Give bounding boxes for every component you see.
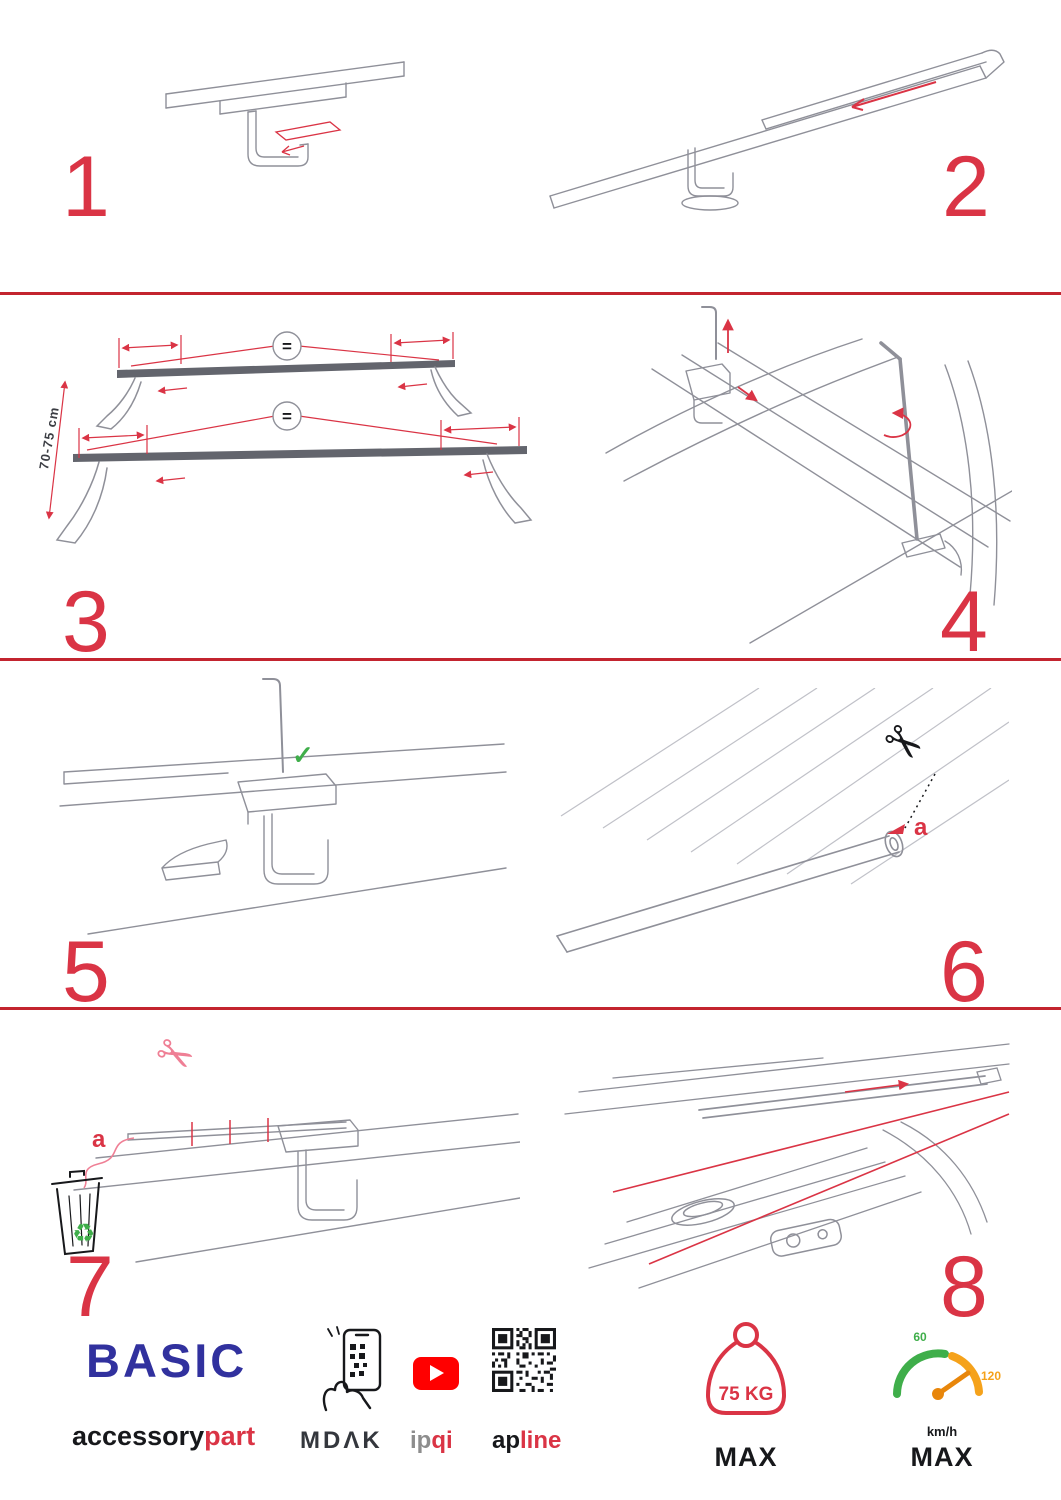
step-3-illustration: = = bbox=[45, 331, 533, 544]
step-6-illustration bbox=[556, 688, 1009, 953]
step-1-number: 1 bbox=[62, 139, 110, 235]
step-3-number: 3 bbox=[62, 574, 110, 670]
step-6-number: 6 bbox=[940, 924, 988, 1020]
speed-60-label: 60 bbox=[913, 1330, 927, 1344]
brand-sub-red: part bbox=[204, 1421, 256, 1451]
step-1-illustration bbox=[165, 61, 405, 167]
equal-badges: = = bbox=[272, 331, 302, 431]
step-4-number: 4 bbox=[940, 574, 988, 670]
equal-sign-bottom: = bbox=[282, 407, 292, 426]
weight-max-label: MAX bbox=[714, 1442, 778, 1472]
phone-scan-icon bbox=[322, 1326, 382, 1412]
ipqi-gray-part: ip bbox=[410, 1427, 432, 1454]
apline-black-part: ap bbox=[492, 1427, 521, 1454]
separator-line-2 bbox=[0, 658, 1061, 661]
weight-limit-icon: 75 KG bbox=[705, 1322, 787, 1415]
youtube-icon bbox=[413, 1357, 459, 1390]
speedometer-icon: 60 120 bbox=[893, 1330, 1001, 1400]
step-8-number: 8 bbox=[940, 1239, 988, 1335]
step-7-number: 7 bbox=[66, 1239, 114, 1335]
brand-logo-basic: BASIC bbox=[86, 1334, 248, 1387]
partner-logo-ipqi: ipqi bbox=[410, 1427, 453, 1455]
recycle-icon: ♻ bbox=[72, 1218, 96, 1248]
step-2-illustration bbox=[549, 49, 1005, 211]
partner-logo-apline: apline bbox=[492, 1427, 561, 1455]
step-4-illustration bbox=[605, 306, 1012, 644]
speed-120-label: 120 bbox=[981, 1369, 1001, 1383]
ipqi-red-part: qi bbox=[431, 1427, 453, 1454]
equal-sign-top: = bbox=[282, 337, 292, 356]
speed-unit-label: km/h bbox=[926, 1424, 958, 1439]
separator-line-3 bbox=[0, 1007, 1061, 1010]
step-5-illustration bbox=[59, 678, 507, 935]
step-8-illustration bbox=[564, 1043, 1010, 1289]
qr-code-icon bbox=[492, 1328, 556, 1392]
trash-bin-icon bbox=[51, 1169, 103, 1256]
brand-logo-accessorypart: accessorypart bbox=[72, 1421, 255, 1452]
brand-sub-black: accessory bbox=[72, 1421, 205, 1451]
cut-label-a-step6: a bbox=[914, 814, 928, 841]
partner-logo-mdak: MDΛK bbox=[300, 1427, 383, 1454]
separator-line-1 bbox=[0, 292, 1061, 295]
weight-limit-text: 75 KG bbox=[719, 1384, 774, 1405]
checkmark-icon: ✓ bbox=[292, 740, 314, 770]
speed-max-label: MAX bbox=[910, 1442, 974, 1472]
step-5-number: 5 bbox=[62, 924, 110, 1020]
cut-label-a-step7: a bbox=[92, 1126, 106, 1153]
step-7-illustration bbox=[51, 1113, 520, 1263]
apline-red-part: line bbox=[520, 1427, 562, 1454]
step-2-number: 2 bbox=[942, 139, 990, 235]
